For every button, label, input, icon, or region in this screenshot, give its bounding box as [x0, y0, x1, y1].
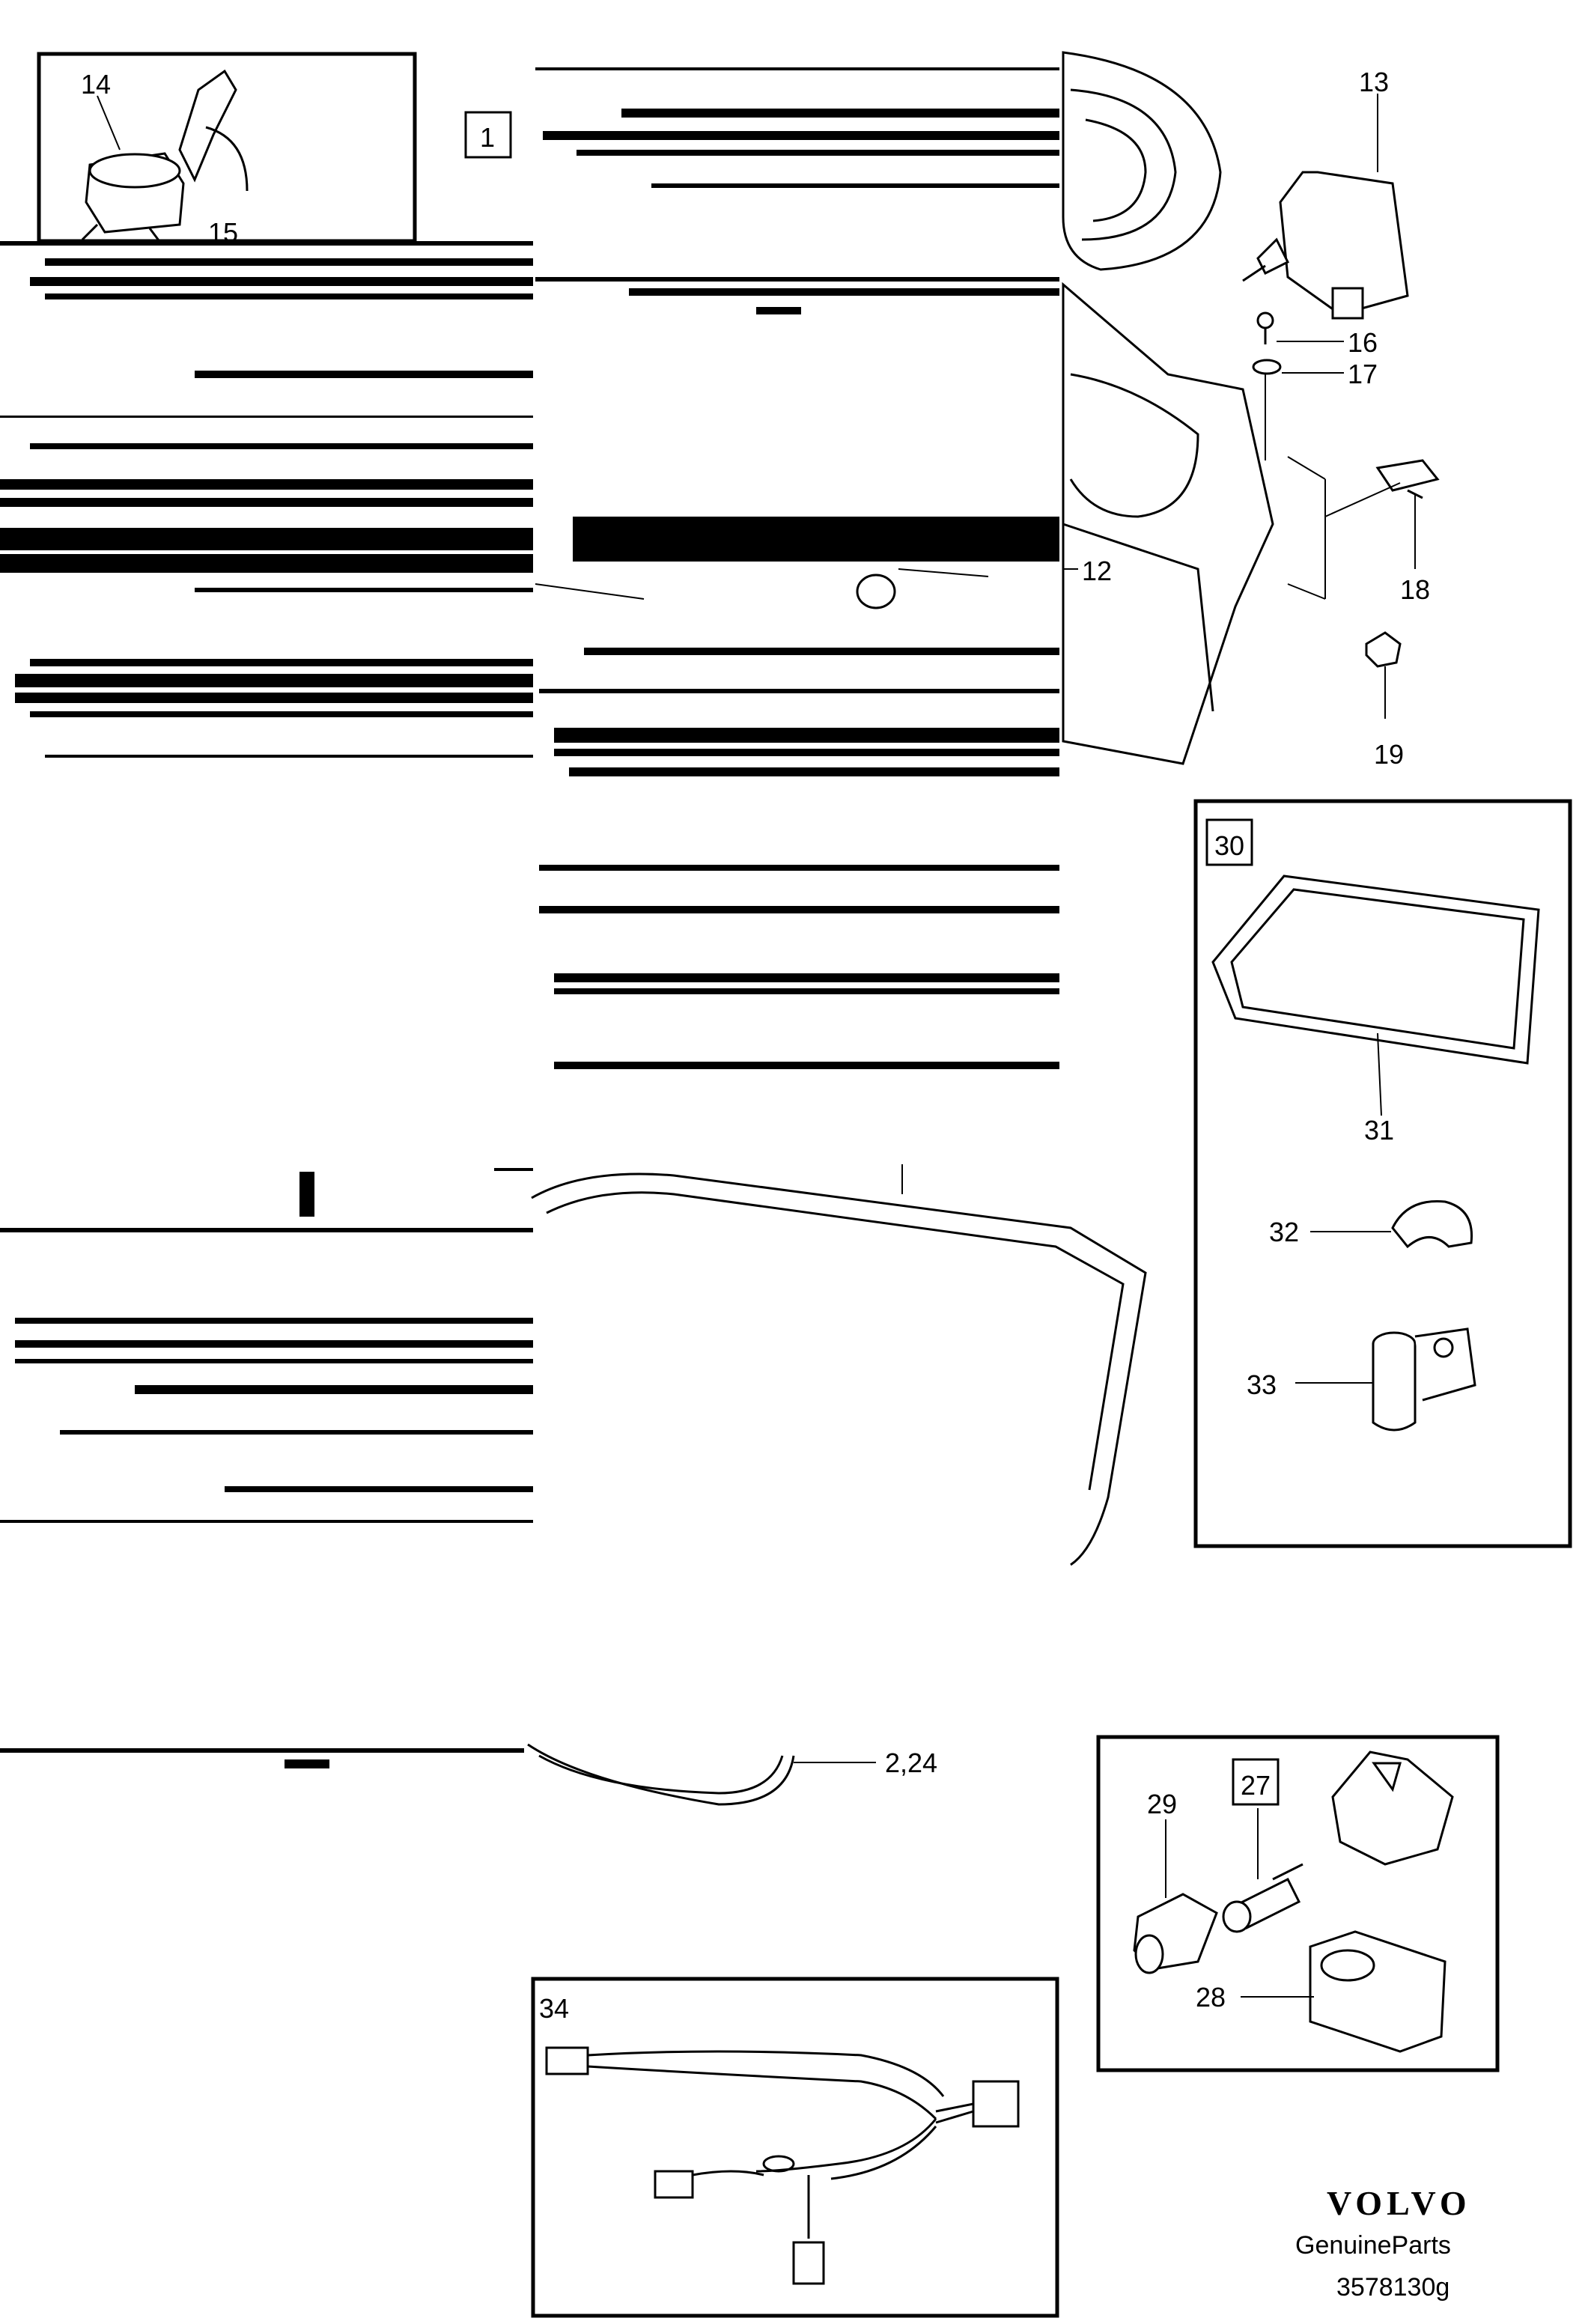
clip-32: [1391, 1199, 1473, 1249]
callout-12: 12: [1082, 556, 1112, 586]
callout-18: 18: [1400, 574, 1430, 605]
callout-33: 33: [1247, 1369, 1277, 1400]
brand-wordmark: VOLVO: [1327, 2184, 1471, 2222]
callout-32: 32: [1269, 1217, 1299, 1247]
screw-16: [1256, 311, 1274, 344]
inset-14-15: 14 15: [37, 52, 417, 248]
scan-artifact-left-upper: [0, 241, 533, 758]
callout-28: 28: [1196, 1982, 1226, 2013]
inset-27-29: 27 29 28: [1096, 1735, 1500, 2072]
callout-14: 14: [81, 69, 111, 100]
bushing-33: [1372, 1327, 1476, 1432]
lens-frame: [531, 1164, 1147, 1566]
socket-connector: [1331, 1750, 1454, 1866]
reflector-ring: [1062, 51, 1222, 271]
nut-19: [1365, 631, 1402, 668]
inset-34: 34: [531, 1977, 1059, 2318]
callout-29: 29: [1147, 1789, 1177, 1819]
callout-31: 31: [1364, 1115, 1394, 1146]
callout-16: 16: [1348, 327, 1378, 358]
wiring-harness: [545, 2046, 1020, 2285]
bulb-27: [1222, 1863, 1303, 1933]
callout-27: 27: [1241, 1770, 1271, 1801]
callout-30: 30: [1214, 830, 1244, 861]
headlamp-housing-partial: [535, 568, 989, 609]
motor-13: [1242, 171, 1409, 320]
callout-1: 1: [480, 122, 495, 153]
callout-19: 19: [1374, 739, 1404, 770]
callout-34: 34: [539, 1993, 569, 2024]
genuine-parts-label: GenuineParts: [1295, 2231, 1451, 2260]
callout-17: 17: [1348, 359, 1378, 389]
callout-box-1: 1: [464, 111, 512, 159]
scan-artifact-left-lower: [0, 1168, 533, 1768]
volvo-logo: VOLVO: [1327, 2184, 1471, 2222]
scan-artifact-center: [535, 67, 1059, 1069]
callout-13: 13: [1359, 67, 1389, 97]
callout-2-24: 2,24: [885, 1747, 937, 1778]
inset-30-33: 30 31 32 33: [1193, 799, 1572, 1548]
leveling-motor-part: [81, 69, 249, 244]
washer-17: [1252, 359, 1282, 375]
clip-18: [1375, 459, 1440, 499]
diagram-number: 3578130g: [1336, 2273, 1449, 2302]
gasket-31: [1211, 874, 1540, 1065]
lens-2-24: [527, 1743, 795, 1806]
housing-bracket: [1062, 282, 1326, 765]
holder-29: [1133, 1893, 1218, 1974]
seal-28: [1309, 1930, 1446, 2053]
